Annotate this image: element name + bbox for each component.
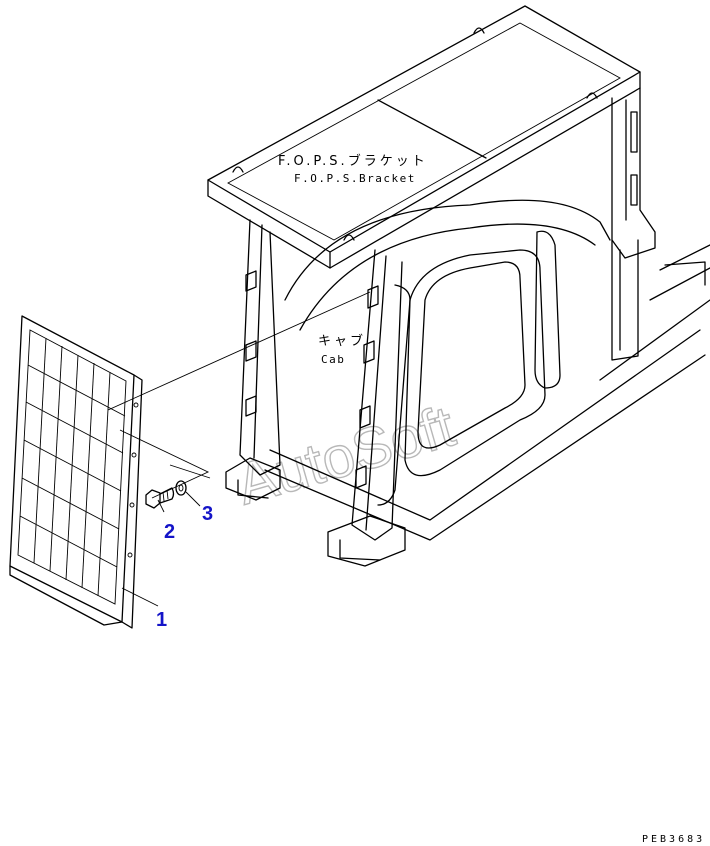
- part-1-step-grating: [9, 315, 143, 629]
- fops-bracket-label-jp: F.O.P.S.ブラケット: [278, 153, 428, 169]
- callout-1: 1: [156, 609, 167, 631]
- cab-label-en: Cab: [321, 353, 345, 366]
- watermark-text: AutoSoft: [230, 394, 462, 518]
- callout-2: 2: [164, 521, 175, 543]
- callout-3: 3: [202, 503, 213, 525]
- watermark: AutoSoft: [229, 393, 462, 518]
- part-2-bolt: [145, 487, 175, 509]
- cab-body: [225, 199, 710, 567]
- part-3-washer: [175, 480, 187, 496]
- cab-label-jp: キャブ: [318, 333, 366, 349]
- fops-bracket-label-en: F.O.P.S.Bracket: [294, 172, 416, 185]
- drawing-id: PEB3683: [642, 834, 705, 845]
